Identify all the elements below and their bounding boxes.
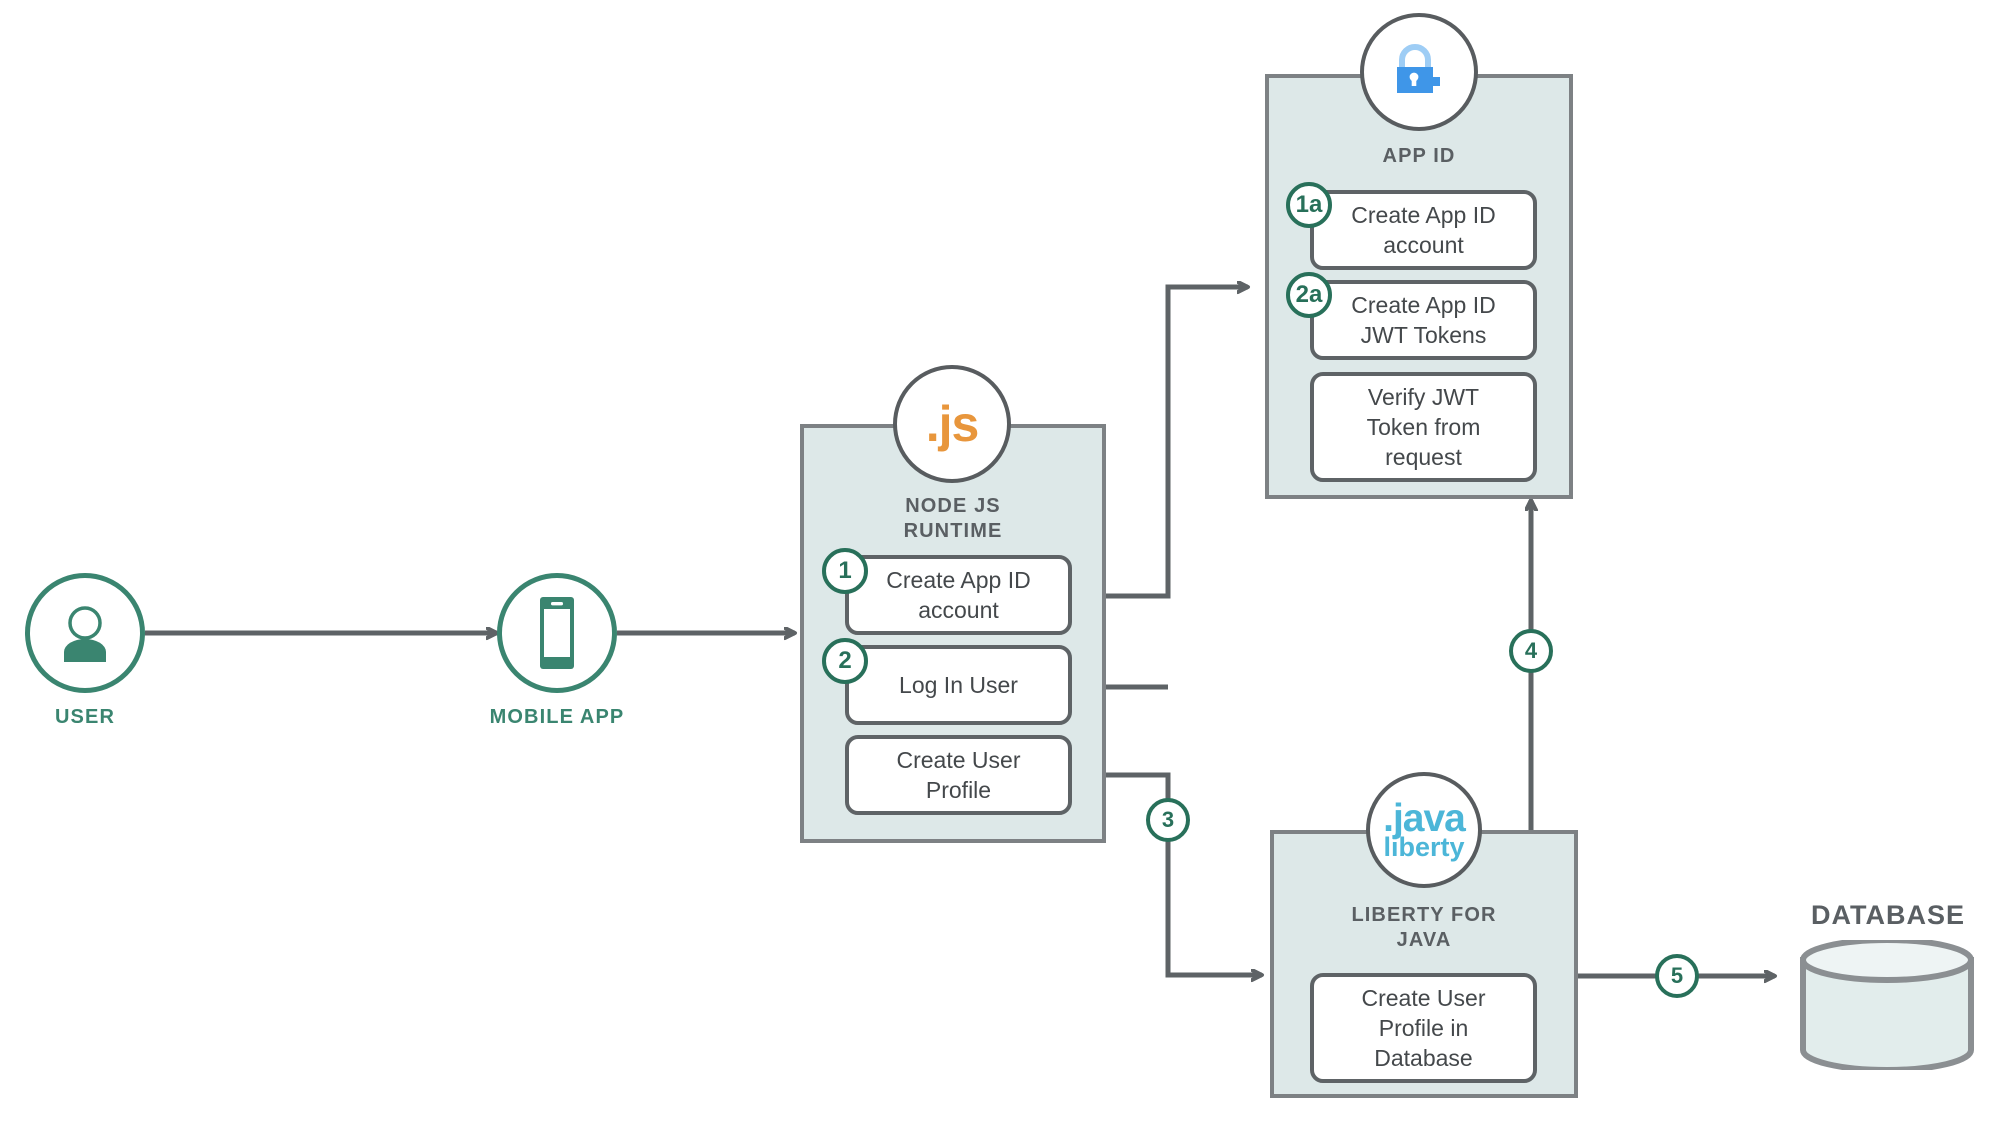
task-label-line-1: Verify JWT: [1367, 384, 1480, 410]
zone-app-id-title: APP ID: [1265, 144, 1573, 169]
node-user[interactable]: [25, 573, 145, 693]
task-label-line-2: Profile: [925, 777, 992, 803]
task-label-line-1: Create App ID: [1351, 292, 1496, 318]
task-label-line-3: Database: [1374, 1045, 1473, 1071]
step-badge-5: 5: [1655, 954, 1699, 998]
task-label-line-1: Create User: [1361, 985, 1486, 1011]
step-badge-2a: 2a: [1286, 272, 1332, 318]
step-badge-1a: 1a: [1286, 182, 1332, 228]
zone-title-line-2: RUNTIME: [903, 520, 1003, 542]
app-id-logo-badge: [1360, 13, 1478, 131]
step-badge-2: 2: [822, 638, 868, 684]
js-logo-badge: .js: [893, 365, 1011, 483]
task-label-line-1: Log In User: [899, 672, 1018, 698]
zone-title-line-1: LIBERTY FOR: [1351, 904, 1497, 926]
task-label-line-2: account: [918, 597, 999, 623]
task-label-line-2: Token from: [1366, 414, 1481, 440]
task-create-app-id-account-appid[interactable]: Create App ID account: [1310, 190, 1537, 270]
js-logo-text: .js: [925, 396, 980, 452]
task-create-app-id-account-node[interactable]: Create App ID account: [845, 555, 1072, 635]
task-label-line-2: JWT Tokens: [1360, 322, 1487, 348]
java-liberty-logo-badge: .java liberty: [1366, 772, 1482, 888]
task-log-in-user[interactable]: Log In User: [845, 645, 1072, 725]
task-label-line-2: Profile in: [1378, 1015, 1469, 1041]
task-create-app-id-jwt-tokens[interactable]: Create App ID JWT Tokens: [1310, 280, 1537, 360]
node-mobile-app-label: MOBILE APP: [489, 706, 625, 728]
task-label-line-1: Create App ID: [886, 567, 1031, 593]
node-mobile-app[interactable]: [497, 573, 617, 693]
zone-title-line-1: NODE JS: [905, 495, 1001, 517]
zone-liberty-for-java-title: LIBERTY FOR JAVA: [1270, 903, 1578, 953]
task-label-line-1: Create App ID: [1351, 202, 1496, 228]
java-liberty-logo: .java liberty: [1383, 797, 1466, 862]
node-user-label: USER: [55, 706, 115, 728]
mobile-phone-icon: [540, 597, 574, 669]
database-cylinder[interactable]: [1797, 937, 1977, 1075]
task-label-line-3: request: [1385, 444, 1462, 470]
java-logo-line-1: .java: [1383, 797, 1466, 840]
user-icon: [64, 606, 106, 662]
task-create-user-profile[interactable]: Create User Profile: [845, 735, 1072, 815]
zone-node-js-runtime-title: NODE JS RUNTIME: [800, 494, 1106, 544]
step-badge-1: 1: [822, 548, 868, 594]
task-verify-jwt-token-from-request[interactable]: Verify JWT Token from request: [1310, 372, 1537, 482]
task-create-user-profile-in-database[interactable]: Create User Profile in Database: [1310, 973, 1537, 1083]
lock-shield-icon: [1397, 44, 1440, 93]
task-label-line-1: Create User: [896, 747, 1021, 773]
zone-title-line-1: APP ID: [1382, 145, 1456, 167]
task-label-line-2: account: [1383, 232, 1464, 258]
java-logo-line-2: liberty: [1383, 832, 1465, 862]
step-badge-3: 3: [1146, 798, 1190, 842]
step-badge-4: 4: [1509, 629, 1553, 673]
zone-title-line-2: JAVA: [1396, 929, 1452, 951]
database-label: DATABASE: [1811, 900, 1965, 930]
database-cylinder-icon: [1800, 937, 1974, 1073]
